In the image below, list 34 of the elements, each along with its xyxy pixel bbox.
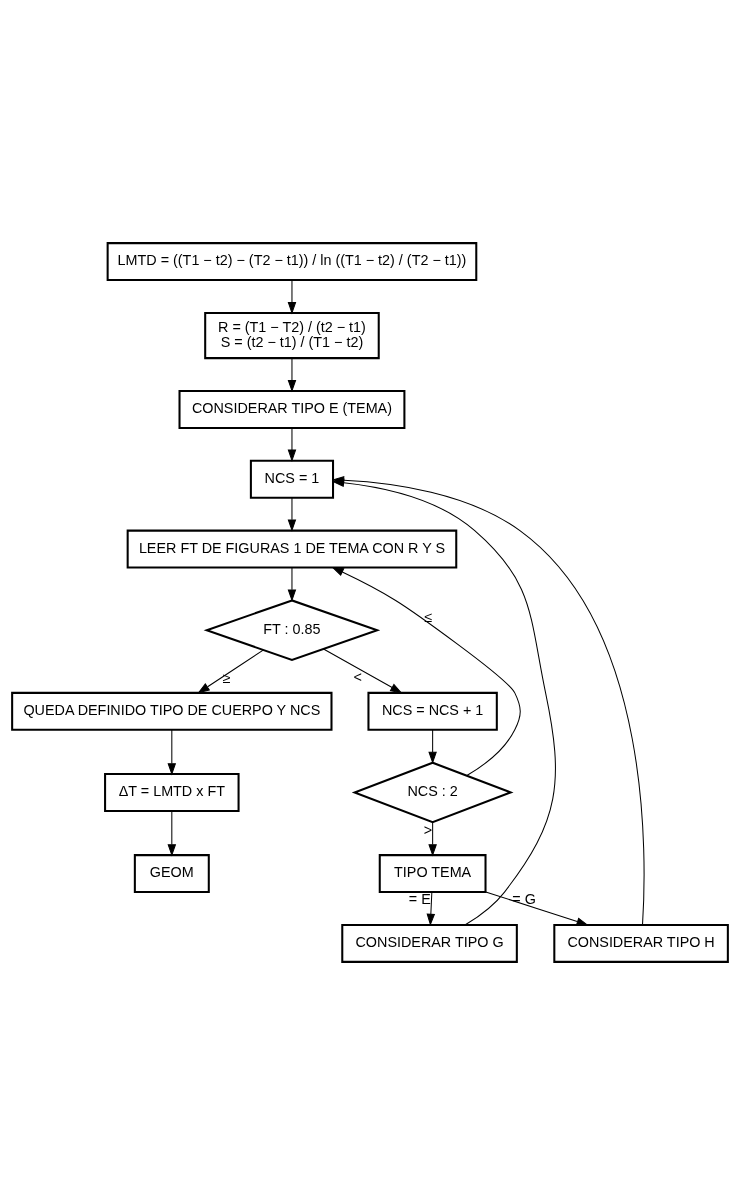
arrow [287, 566, 297, 602]
arrow [485, 890, 589, 926]
edge-label: < [353, 668, 362, 685]
node-box: NCS = 1 [249, 459, 335, 499]
edge-label: ≤ [424, 608, 433, 625]
arrow [167, 728, 177, 775]
node-diamond: NCS : 2 [351, 761, 514, 823]
arrow [287, 427, 297, 462]
arrow [197, 649, 264, 693]
edge-label: ≥ [222, 669, 231, 686]
node-box: CONSIDERAR TIPO G [341, 923, 518, 963]
node-box: QUEDA DEFINIDO TIPO DE CUERPO Y NCS [11, 691, 333, 731]
arrow [287, 279, 297, 314]
arrow [287, 497, 297, 532]
arrow [331, 566, 521, 776]
node-box: LMTD = ((T1 − t2) − (T2 − t1)) / ln ((T1 − t2) / (T2 − t1)) [106, 241, 478, 281]
node-box: TIPO TEMA [378, 853, 487, 893]
node-box: CONSIDERAR TIPO E (TEMA) [178, 389, 406, 429]
arrow [287, 357, 297, 392]
node-diamond: FT : 0.85 [203, 598, 381, 661]
arrow [428, 821, 437, 857]
arrow [167, 810, 177, 857]
arrow [426, 891, 436, 926]
edge-label: = G [512, 890, 536, 907]
node-box: ΔT = LMTD x FT [104, 772, 240, 812]
node-box: GEOM [133, 853, 210, 893]
arrow [323, 648, 403, 693]
node-box: NCS = NCS + 1 [367, 691, 498, 731]
node-box: R = (T1 − T2) / (t2 − t1) S = (t2 − t1) / (T1 − t2) [204, 311, 380, 359]
edge-label: > [423, 821, 433, 838]
arrow [428, 728, 437, 764]
edge-label: = E [408, 890, 431, 907]
node-box: CONSIDERAR TIPO H [553, 923, 729, 963]
node-box: LEER FT DE FIGURAS 1 DE TEMA CON R Y S [126, 529, 458, 569]
